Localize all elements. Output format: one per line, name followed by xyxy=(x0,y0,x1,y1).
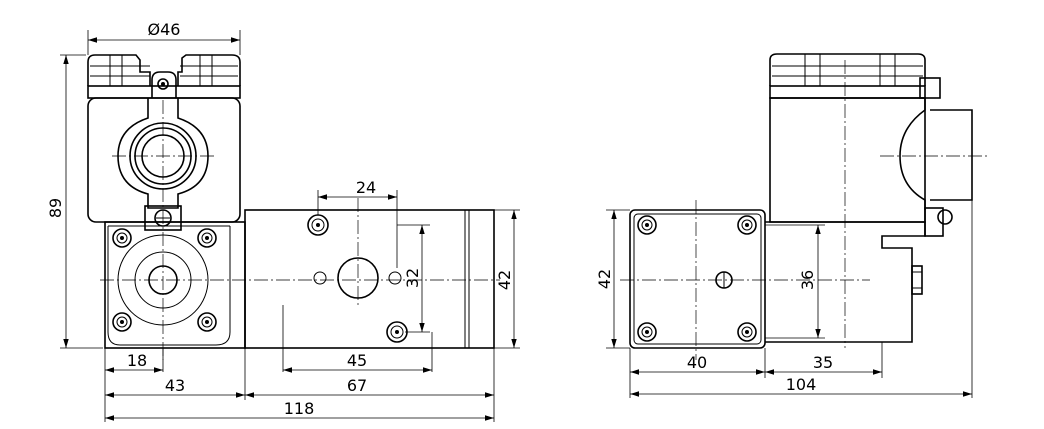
side-view: 42 36 40 35 104 xyxy=(595,53,990,398)
dim-width-43: 43 xyxy=(165,376,185,395)
dim-depth-35: 35 xyxy=(813,353,833,372)
side-dimension-lines xyxy=(611,210,972,397)
side-flange xyxy=(629,209,766,349)
side-center-lines xyxy=(620,60,870,360)
dim-spacing-32: 32 xyxy=(403,268,422,288)
front-dimension-lines xyxy=(63,37,517,421)
side-extension-lines xyxy=(606,200,973,398)
dim-height-42-front: 42 xyxy=(495,270,514,290)
dim-depth-104: 104 xyxy=(786,375,817,394)
dim-spacing-24: 24 xyxy=(356,178,376,197)
dim-width-40: 40 xyxy=(687,353,707,372)
dim-height-36: 36 xyxy=(798,270,817,290)
side-lower-body xyxy=(765,221,926,343)
clamp-strap xyxy=(151,71,177,98)
dim-width-118: 118 xyxy=(284,399,315,418)
front-center-lines xyxy=(100,100,500,360)
flange-screws xyxy=(112,228,217,332)
front-view: Ø46 89 24 32 42 45 18 43 67 118 xyxy=(46,20,520,422)
valve-body xyxy=(244,209,495,349)
dim-height-42-side: 42 xyxy=(595,269,614,289)
dim-height-89: 89 xyxy=(46,198,65,218)
dim-width-67: 67 xyxy=(347,376,367,395)
side-housing xyxy=(769,97,926,223)
upper-housing xyxy=(87,97,241,223)
side-gland xyxy=(880,77,990,237)
dim-spacing-45: 45 xyxy=(347,351,367,370)
dim-offset-18: 18 xyxy=(127,351,147,370)
dim-diameter-46: Ø46 xyxy=(148,20,181,39)
side-cap xyxy=(769,53,926,99)
cap xyxy=(87,54,241,99)
